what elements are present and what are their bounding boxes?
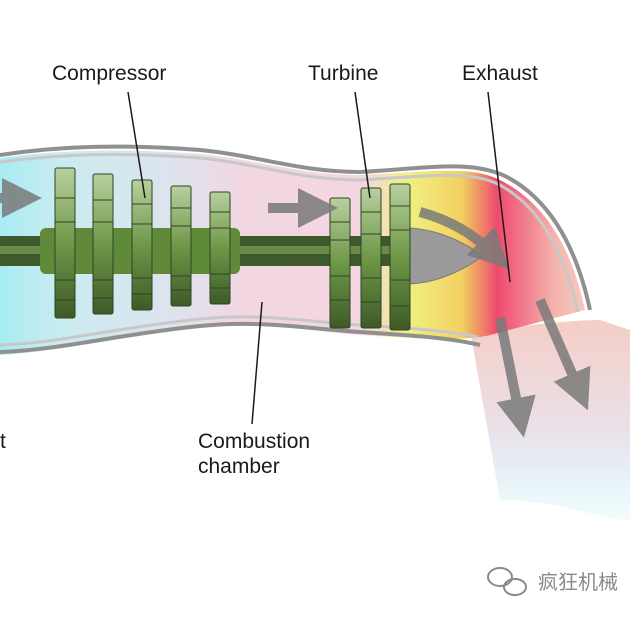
exhaust-leader-line	[487, 91, 511, 283]
wechat-icon	[487, 567, 527, 596]
compressor-blade-dividers	[55, 197, 230, 301]
turbine-blade-dividers	[330, 205, 410, 307]
label-turbine: Turbine	[308, 62, 379, 85]
flow-arrows	[0, 178, 591, 438]
compressor-leader-line	[127, 91, 146, 199]
label-exhaust: Exhaust	[462, 62, 538, 85]
exhaust-curve-arrow	[418, 207, 510, 270]
turbine-blades	[329, 183, 411, 331]
casing-top	[0, 144, 592, 311]
exhaust-down-arrow-right	[535, 298, 591, 411]
exhaust-down-arrow-left	[495, 317, 536, 438]
label-compressor: Compressor	[52, 62, 167, 85]
turbine-leader-line	[354, 91, 371, 199]
casing-bottom-inner	[0, 315, 479, 347]
leader-lines	[127, 91, 511, 425]
exhaust-plume	[470, 320, 630, 520]
label-combustion-line2: chamber	[198, 455, 280, 478]
casing-bottom	[0, 321, 481, 354]
combustion-leader-line	[251, 301, 263, 425]
watermark-text: 疯狂机械	[538, 572, 618, 594]
casing-top-inner	[0, 153, 580, 313]
label-combustion-line1: Combustion	[198, 430, 311, 453]
label-intake-fragment: t	[0, 430, 6, 453]
